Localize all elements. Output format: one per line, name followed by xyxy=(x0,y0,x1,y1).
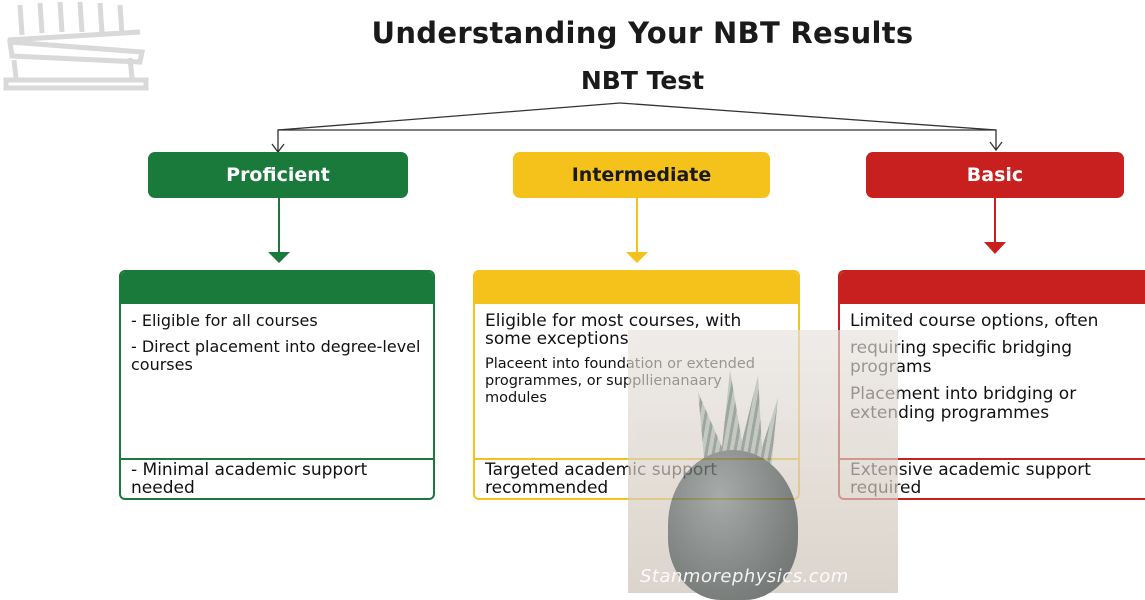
card-item: Limited course options, often xyxy=(850,311,1099,331)
building-logo-icon xyxy=(3,1,149,91)
root-node-nbt-test: NBT Test xyxy=(580,66,705,95)
plant-pot xyxy=(668,450,798,600)
card-support-proficient: - Minimal academic support needed xyxy=(121,458,433,498)
arrowhead-basic xyxy=(989,141,1003,152)
arrowhead-down-intermediate xyxy=(626,252,648,263)
card-header-proficient xyxy=(121,272,433,304)
card-body-proficient: - Eligible for all courses - Direct plac… xyxy=(121,304,433,462)
diagram-title: Understanding Your NBT Results xyxy=(371,16,914,50)
card-item: Eligible for most courses, with some exc… xyxy=(485,311,742,349)
card-basic: Limited course options, often requiring … xyxy=(838,270,1145,500)
support-text: - Minimal academic support needed xyxy=(131,460,368,498)
arrowhead-down-proficient xyxy=(268,252,290,263)
connector-root-to-proficient xyxy=(277,102,621,152)
card-header-basic xyxy=(840,272,1145,304)
card-item: - Direct placement into degree-level cou… xyxy=(131,337,421,374)
watermark-text: Stanmorephysics.com xyxy=(640,566,849,587)
arrowhead-down-basic xyxy=(984,242,1006,254)
level-node-proficient: Proficient xyxy=(148,152,408,198)
card-item: - Eligible for all courses xyxy=(131,311,318,330)
overlay-photo-plant xyxy=(628,330,898,600)
card-body-basic: Limited course options, often requiring … xyxy=(840,304,1145,462)
level-node-basic: Basic xyxy=(866,152,1124,198)
card-header-intermediate xyxy=(475,272,798,304)
card-item: Placement into bridging or extending pro… xyxy=(850,384,1077,423)
level-node-intermediate: Intermediate xyxy=(513,152,770,198)
card-proficient: - Eligible for all courses - Direct plac… xyxy=(119,270,435,500)
connector-root-to-basic xyxy=(619,102,997,150)
